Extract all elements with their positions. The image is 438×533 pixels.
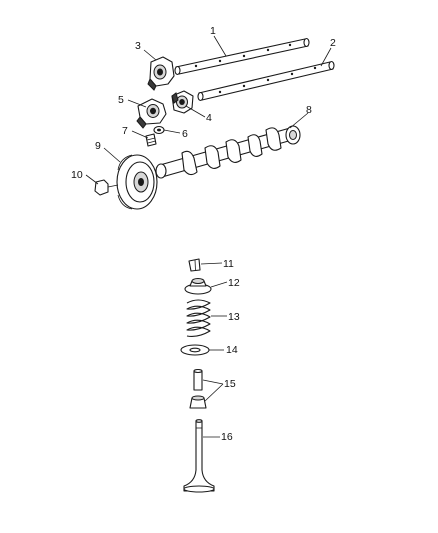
valve-keeper <box>188 258 201 272</box>
valve-guide <box>193 368 203 391</box>
rocker-arm-right <box>171 90 194 114</box>
rocker-arm-left <box>136 98 167 129</box>
valve <box>183 419 215 493</box>
small-bolt <box>145 133 157 147</box>
callout-14: 14 <box>226 344 238 356</box>
callout-labels: 1 2 3 4 5 6 7 8 9 10 11 12 13 14 15 16 <box>71 25 336 443</box>
small-ring <box>153 125 165 135</box>
callout-5: 5 <box>118 94 124 106</box>
sprocket-bolt <box>94 179 119 196</box>
spring-seat <box>180 344 210 356</box>
callout-6: 6 <box>182 128 188 140</box>
callout-12: 12 <box>228 277 240 289</box>
valve-spring <box>186 299 211 337</box>
cam-sprocket <box>116 154 158 210</box>
callout-3: 3 <box>135 40 141 52</box>
valve-stem-seal <box>189 395 207 409</box>
callout-16: 16 <box>221 431 233 443</box>
callout-9: 9 <box>95 140 101 152</box>
callout-15: 15 <box>224 378 236 390</box>
callout-4: 4 <box>206 112 212 124</box>
callout-11: 11 <box>223 258 234 270</box>
cam-lobes <box>181 127 282 176</box>
callout-13: 13 <box>228 311 240 323</box>
callout-2: 2 <box>330 37 336 49</box>
spring-retainer <box>184 278 212 295</box>
callout-1: 1 <box>210 25 216 37</box>
rocker-shaft-lower <box>197 60 335 102</box>
leader-lines <box>85 35 332 438</box>
callout-7: 7 <box>122 125 128 137</box>
callout-8: 8 <box>306 104 312 116</box>
camshaft <box>155 125 301 179</box>
callout-10: 10 <box>71 169 83 181</box>
rocker-shaft-upper <box>174 37 310 76</box>
rocker-arm-upper <box>147 56 175 91</box>
